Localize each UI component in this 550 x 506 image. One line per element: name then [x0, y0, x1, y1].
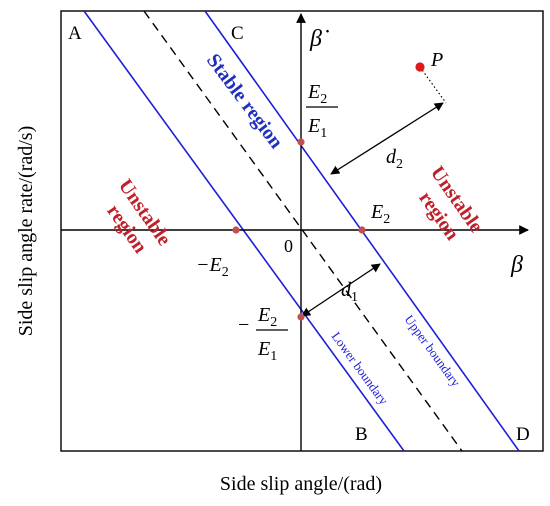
center-dashed-line — [143, 11, 463, 451]
unstable-right-label: Unstable region — [414, 162, 487, 244]
svg-text:E1: E1 — [307, 115, 327, 141]
axis-x-symbol: β — [510, 252, 523, 278]
x-axis-title: Side slip angle/(rad) — [220, 473, 382, 495]
d2-label: d2 — [386, 146, 403, 172]
corner-b-label: B — [355, 424, 368, 445]
d1-arrow — [301, 263, 381, 317]
p-projection-dotted — [419, 66, 447, 104]
svg-text:E1: E1 — [257, 338, 277, 364]
y-axis-title: Side slip angle rate/(rad/s) — [15, 126, 37, 337]
svg-text:−: − — [238, 314, 249, 336]
corner-d-label: D — [516, 424, 530, 445]
e2-neg-label: −E2 — [196, 254, 229, 280]
point-p-label: P — [430, 49, 443, 71]
corner-c-label: C — [231, 23, 244, 44]
d1-label: d1 — [341, 279, 358, 305]
svg-text:E2: E2 — [257, 304, 277, 330]
point-e2-neg — [232, 226, 240, 234]
d2-arrow — [330, 102, 444, 175]
lower-boundary-line — [83, 11, 405, 451]
lower-intercept-fraction: − E2 E1 — [238, 304, 288, 364]
point-upper-intercept — [297, 138, 305, 146]
upper-boundary-label: Upper boundary — [402, 312, 464, 390]
corner-a-label: A — [68, 23, 82, 44]
svg-text:E2: E2 — [307, 81, 327, 107]
e2-pos-label: E2 — [370, 201, 390, 227]
unstable-left-label: Unstable region — [102, 175, 175, 257]
axis-y-symbol: β̇ — [309, 26, 329, 52]
origin-label: 0 — [284, 236, 293, 256]
point-lower-intercept — [297, 313, 305, 321]
point-e2-pos — [358, 226, 366, 234]
point-p — [415, 62, 425, 72]
upper-intercept-fraction: E2 E1 — [306, 81, 338, 141]
plot-frame — [60, 10, 544, 452]
